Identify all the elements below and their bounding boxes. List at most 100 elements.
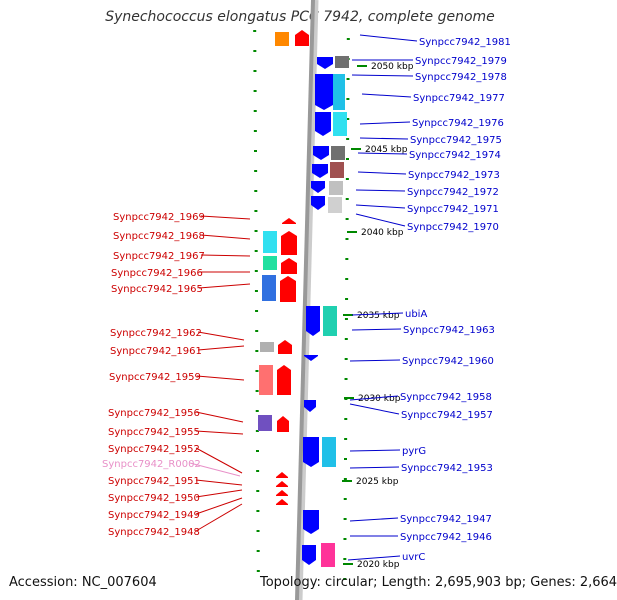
- tick-dot-right: [344, 418, 348, 420]
- reverse-gene-leader: [349, 359, 401, 362]
- genome-map-view: Synechococcus elongatus PCC 7942, comple…: [9, 0, 617, 600]
- tick-dot-left: [254, 190, 258, 192]
- reverse-gene-label: Synpcc7942_1978: [415, 72, 507, 83]
- tick-dot-left: [254, 290, 258, 292]
- reverse-gene-arrow: [304, 355, 318, 361]
- tick-dot-left: [254, 230, 258, 232]
- tick-dot-right: [345, 178, 349, 180]
- tick-dot-left: [256, 530, 260, 532]
- reverse-gene-leader: [351, 74, 414, 77]
- scale-label: 2040 kbp: [361, 228, 404, 238]
- tick-dot-right: [344, 338, 348, 340]
- accession-label: Accession: NC_007604: [9, 575, 157, 590]
- tick-dot-right: [343, 518, 347, 520]
- tick-dot-left: [256, 510, 260, 512]
- tick-dot-left: [256, 450, 259, 452]
- reverse-gene-label: Synpcc7942_1972: [407, 187, 499, 198]
- reverse-gene-label: Synpcc7942_1963: [403, 325, 495, 336]
- tick-dot-left: [253, 30, 257, 32]
- reverse-gene-leader: [357, 171, 407, 175]
- forward-gene-leader: [198, 283, 251, 289]
- reverse-gene-leader: [357, 152, 408, 155]
- reverse-gene-leader: [359, 121, 411, 125]
- scale-label: 2020 kbp: [357, 560, 400, 570]
- forward-gene-label: Synpcc7942_1959: [109, 372, 201, 383]
- forward-gene-label: Synpcc7942_1965: [111, 284, 203, 295]
- tick-dot-left: [255, 390, 259, 392]
- tick-dot-left: [255, 370, 259, 372]
- reverse-gene-label: Synpcc7942_1946: [400, 532, 492, 543]
- reverse-gene-leader: [361, 93, 412, 98]
- reverse-gene-label: Synpcc7942_1957: [401, 410, 493, 421]
- tick-dot-right: [343, 558, 347, 560]
- tick-dot-right: [346, 78, 350, 80]
- forward-gene-tile: [263, 231, 277, 253]
- forward-gene-arrow: [280, 276, 296, 302]
- tick-dot-left: [254, 210, 258, 212]
- tick-dot-left: [256, 570, 260, 572]
- tick-dot-right: [343, 538, 347, 540]
- forward-gene-arrow: [277, 365, 291, 395]
- forward-gene-leader: [189, 462, 241, 477]
- reverse-gene-label: Synpcc7942_1977: [413, 93, 505, 104]
- scale-label: 2035 kbp: [357, 311, 400, 321]
- reverse-gene-label: Synpcc7942_1953: [401, 463, 493, 474]
- reverse-gene-label: ubiA: [405, 309, 427, 320]
- forward-gene-arrow: [276, 481, 288, 487]
- forward-gene-label: Synpcc7942_1952: [108, 444, 200, 455]
- reverse-gene-tile: [328, 197, 342, 213]
- tick-dot-left: [254, 170, 258, 172]
- reverse-gene-label: Synpcc7942_1981: [419, 37, 511, 48]
- reverse-gene-label: Synpcc7942_1976: [412, 118, 504, 129]
- tick-dot-right: [345, 278, 349, 280]
- reverse-gene-leader: [349, 517, 399, 522]
- forward-gene-leader: [195, 489, 243, 498]
- forward-gene-leader: [195, 497, 243, 515]
- reverse-gene-tile: [329, 181, 343, 195]
- reverse-gene-tile: [335, 56, 349, 68]
- forward-gene-label: Synpcc7942_1962: [110, 328, 202, 339]
- tick-dot-right: [346, 38, 350, 40]
- reverse-gene-label: Synpcc7942_1947: [400, 514, 492, 525]
- forward-gene-tile: [259, 365, 273, 395]
- forward-gene-leader: [200, 234, 251, 240]
- forward-gene-arrow: [295, 30, 309, 46]
- tick-dot-left: [256, 470, 260, 472]
- forward-gene-label: Synpcc7942_1949: [108, 510, 200, 521]
- forward-gene-tile: [262, 275, 276, 301]
- forward-gene-leader: [195, 479, 243, 486]
- forward-gene-arrow: [281, 231, 297, 255]
- tick-dot-right: [344, 358, 348, 360]
- reverse-gene-leader: [349, 466, 400, 469]
- tick-dot-left: [253, 90, 257, 92]
- forward-gene-arrow: [276, 490, 288, 496]
- tick-dot-right: [344, 458, 347, 460]
- forward-gene-arrow: [276, 472, 288, 478]
- tick-dot-left: [253, 70, 257, 72]
- scale-label: 2050 kbp: [371, 62, 414, 72]
- reverse-gene-arrow: [303, 437, 319, 467]
- reverse-gene-leader: [355, 213, 406, 227]
- tick-dot-left: [256, 490, 260, 492]
- forward-gene-leader: [195, 411, 244, 423]
- reverse-gene-leader: [351, 312, 404, 316]
- reverse-gene-arrow: [304, 400, 316, 412]
- tick-dot-right: [344, 378, 348, 380]
- topology-summary: Topology: circular; Length: 2,695,903 bp…: [260, 575, 617, 590]
- reverse-gene-label: Synpcc7942_1974: [409, 150, 501, 161]
- tick-dot-right: [344, 318, 348, 320]
- forward-gene-arrow: [277, 416, 289, 432]
- tick-dot-left: [256, 550, 260, 552]
- tick-dot-right: [346, 118, 350, 120]
- tick-dot-left: [255, 310, 259, 312]
- tick-dot-left: [254, 270, 258, 272]
- reverse-gene-arrow: [302, 545, 316, 565]
- tick-dot-right: [343, 578, 347, 580]
- forward-gene-leader: [195, 503, 243, 532]
- reverse-gene-tile: [330, 162, 344, 178]
- reverse-gene-arrow: [303, 510, 319, 534]
- tick-dot-left: [255, 410, 259, 412]
- forward-gene-label: Synpcc7942_1969: [113, 212, 205, 223]
- forward-gene-leader: [195, 430, 244, 435]
